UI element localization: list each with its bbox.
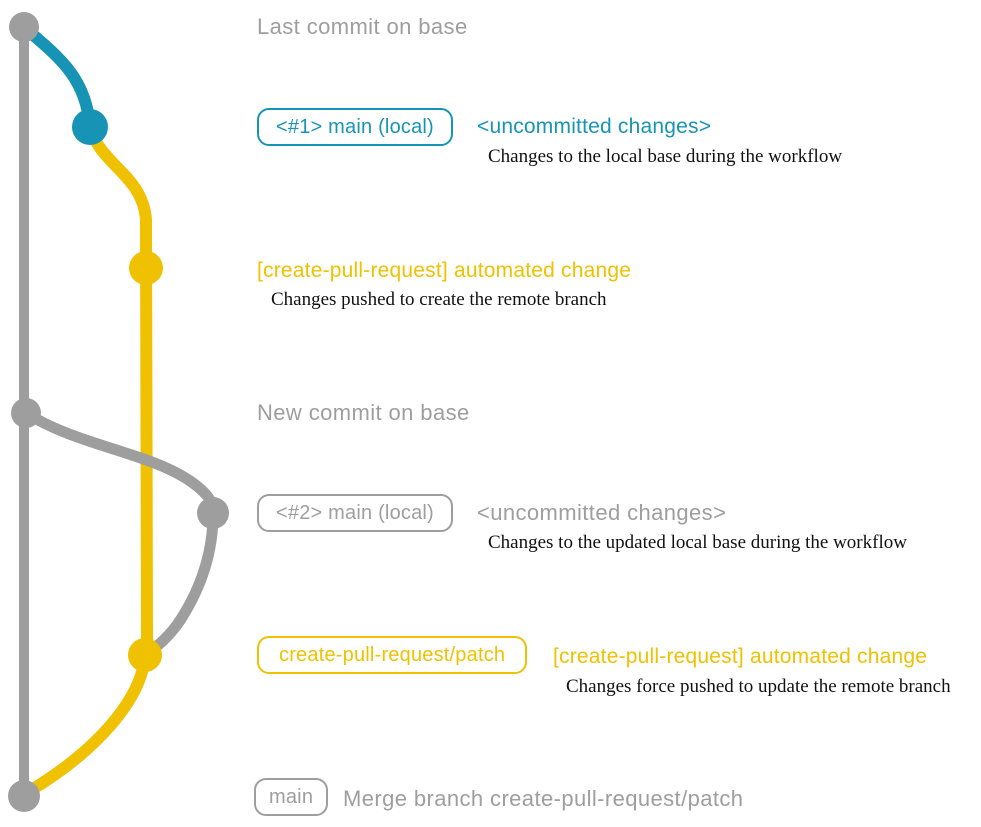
patch-title: [create-pull-request] automated change xyxy=(553,645,928,668)
commit-dot-patch-1 xyxy=(129,251,163,285)
branch1-description: Changes to the local base during the wor… xyxy=(488,146,843,167)
branch1-badge-text: <#1> main (local) xyxy=(257,108,453,146)
branch1-title: <uncommitted changes> xyxy=(477,115,712,138)
commit-dot-local-main-2 xyxy=(197,497,229,529)
commit1-title: [create-pull-request] automated change xyxy=(257,259,632,282)
patch-badge-text: create-pull-request/patch xyxy=(257,636,528,674)
commit-dot-merge xyxy=(8,780,40,812)
commit-dot-patch-2 xyxy=(128,638,162,672)
new-commit-label: New commit on base xyxy=(257,400,470,425)
branch1-badge: <#1> main (local) xyxy=(257,108,453,146)
branch2-description: Changes to the updated local base during… xyxy=(488,532,907,553)
local-main-2-branch-line xyxy=(20,407,219,661)
patch-branch-line xyxy=(84,121,154,661)
commit-dot-last-base-commit xyxy=(9,12,39,42)
last-commit-label: Last commit on base xyxy=(257,14,468,39)
branch2-title: <uncommitted changes> xyxy=(477,500,727,525)
commit1-description: Changes pushed to create the remote bran… xyxy=(271,289,607,310)
patch-badge: create-pull-request/patch xyxy=(257,636,528,674)
commit-dot-local-main-1 xyxy=(72,109,108,145)
branch2-badge: <#2> main (local) xyxy=(257,494,453,532)
merge-badge: main xyxy=(254,778,329,816)
merge-title: Merge branch create-pull-request/patch xyxy=(343,786,744,811)
merge-badge-text: main xyxy=(254,778,329,816)
patch-merge-line xyxy=(22,649,151,798)
branch2-badge-text: <#2> main (local) xyxy=(257,494,453,532)
commit-dot-new-base-commit xyxy=(11,398,41,428)
patch-description: Changes force pushed to update the remot… xyxy=(566,676,951,697)
